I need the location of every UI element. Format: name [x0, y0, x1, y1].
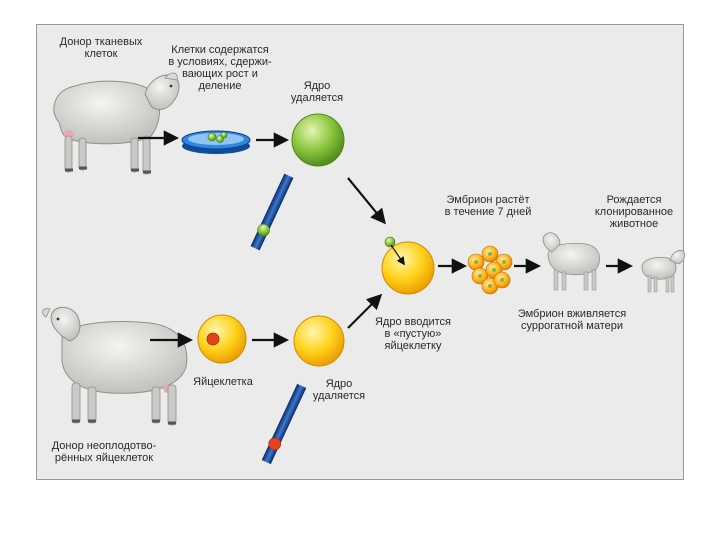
pipette-icon	[261, 383, 307, 465]
label-embryo-implanted: Эмбрион вживляется суррогатной матери	[517, 308, 627, 332]
label-culture-conditions: Клетки содержатся в условиях, сдержи- ва…	[168, 44, 272, 92]
pipette-icon	[250, 173, 294, 251]
label-embryo-grows: Эмбрион растёт в течение 7 дней	[444, 194, 532, 218]
cell-icon	[197, 314, 247, 364]
label-donor-tissue: Донор тканевых клеток	[59, 36, 143, 60]
arrow-icon	[347, 177, 386, 225]
embryo-cluster-icon	[467, 245, 513, 295]
label-nucleus-removed-top: Ядро удаляется	[290, 80, 344, 104]
label-nucleus-removed-bottom: Ядро удаляется	[312, 378, 366, 402]
lamb-icon	[641, 250, 686, 293]
label-clone-born: Рождается клонированное животное	[594, 194, 674, 230]
label-donor-eggs: Донор неоплодотво- рённых яйцеклеток	[51, 440, 157, 464]
cell-icon	[293, 315, 345, 367]
petri-dish-icon	[181, 130, 251, 154]
sheep-icon	[42, 306, 188, 426]
label-egg-cell: Яйцеклетка	[193, 376, 253, 388]
sheep-icon	[53, 72, 180, 175]
cell-icon	[381, 236, 435, 295]
arrow-icon	[347, 293, 383, 329]
sheep-icon	[542, 232, 600, 291]
cell-icon	[291, 113, 345, 167]
label-nucleus-inserted: Ядро вводится в «пустую» яйцеклетку	[374, 316, 452, 352]
